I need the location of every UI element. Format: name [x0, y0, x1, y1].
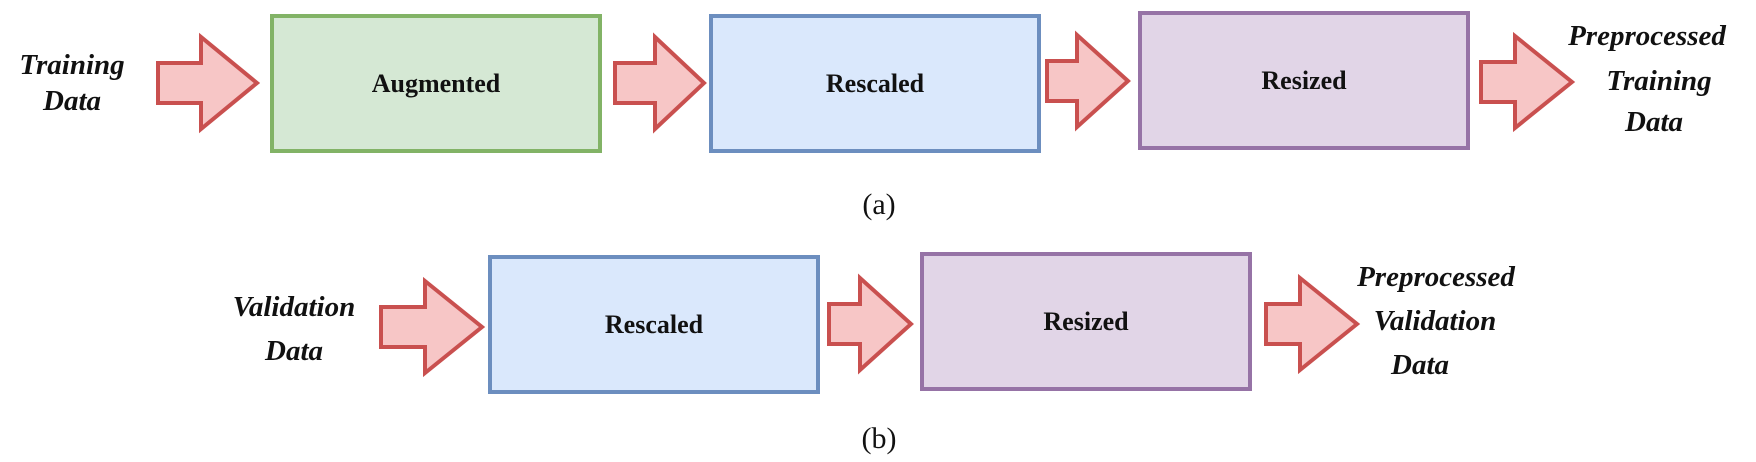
pipeline-b-arrow-1 — [379, 276, 486, 378]
pipeline-a-step-rescaled-box — [709, 14, 1041, 153]
pipeline-a-step-rescaled-label: Rescaled — [826, 69, 925, 98]
pipeline-a-output-line-1: Preprocessed — [1567, 20, 1726, 52]
pipeline-a-caption: (a) — [862, 188, 895, 221]
pipeline-a-arrow-1 — [156, 32, 261, 134]
pipeline-a-output-line-3: Data — [1624, 106, 1683, 138]
pipeline-a-output-line-2: Training — [1606, 65, 1711, 97]
pipeline-a-step-resized-label: Resized — [1261, 66, 1347, 95]
pipeline-a-input-line-2: Data — [42, 85, 101, 117]
pipeline-a-arrow-2 — [613, 32, 707, 134]
pipeline-a-arrow-3 — [1045, 30, 1131, 132]
pipeline-b-caption: (b) — [862, 422, 897, 455]
pipeline-b-output-line-1: Preprocessed — [1356, 261, 1515, 293]
pipeline-a-step-augmented-label: Augmented — [372, 69, 501, 98]
pipeline-a-input-line-1: Training — [19, 49, 124, 81]
pipeline-b-step-resized-box — [920, 252, 1252, 391]
pipeline-b-input-line-1: Validation — [233, 291, 356, 323]
pipeline-b-output-line-2: Validation — [1374, 305, 1497, 337]
pipeline-b-step-rescaled-box — [488, 255, 820, 394]
pipeline-b-step-resized-label: Resized — [1043, 307, 1129, 336]
pipeline-a-step-resized-box — [1138, 11, 1470, 150]
pipeline-b-arrow-3 — [1264, 273, 1361, 375]
pipeline-b: Validation Data Rescaled Resized Preproc… — [233, 252, 1515, 455]
pipeline-b-input-line-2: Data — [264, 335, 323, 367]
pipeline-b-arrow-2 — [827, 273, 914, 375]
pipeline-a-arrow-4 — [1479, 31, 1576, 133]
pipeline-a: Training Data Augmented Rescaled Resized… — [19, 11, 1726, 221]
pipeline-b-output-line-3: Data — [1390, 349, 1449, 381]
pipeline-b-step-rescaled-label: Rescaled — [605, 310, 704, 339]
pipeline-a-step-augmented-box — [270, 14, 602, 153]
